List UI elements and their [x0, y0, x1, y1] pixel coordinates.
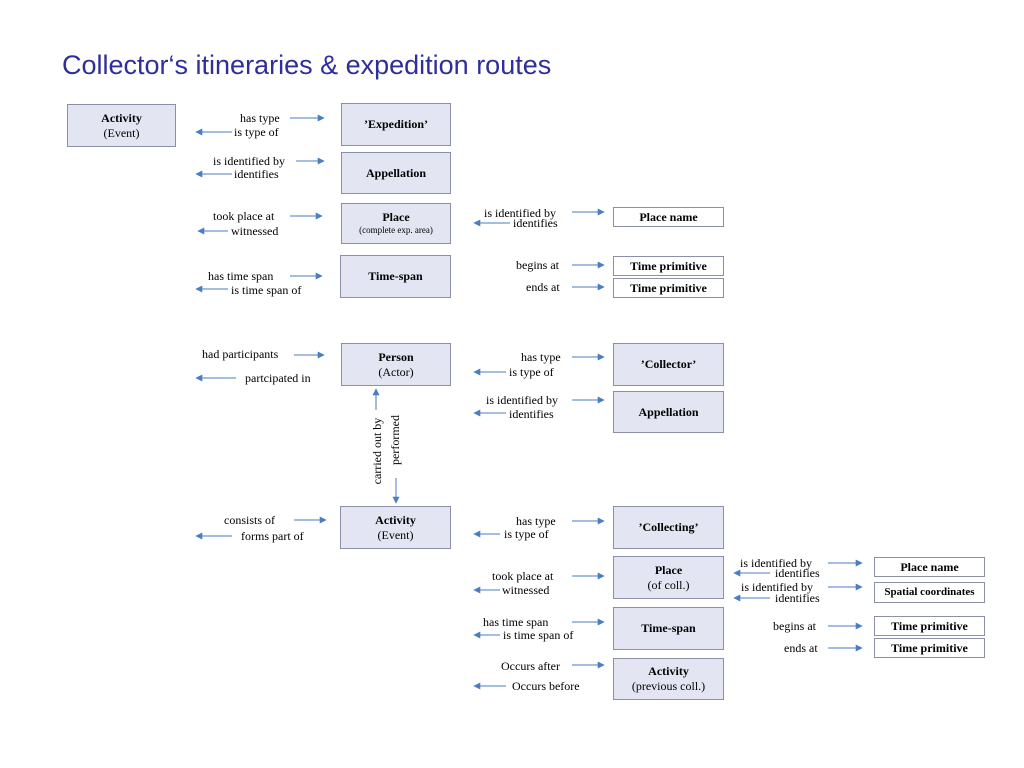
place-name-box-1: Place name	[613, 207, 724, 227]
label-has-time-span: has time span	[483, 615, 549, 629]
box-sub: (Actor)	[378, 364, 414, 379]
box-sub: (of coll.)	[647, 577, 690, 592]
label-is-identified-by: is identified by	[740, 556, 812, 570]
label-is-identified-by: is identified by	[741, 580, 813, 594]
collector-box: ’Collector’	[613, 343, 724, 386]
label-occurs-before: Occurs before	[512, 679, 580, 693]
label-is-identified-by: is identified by	[484, 206, 556, 220]
label-identifies: identifies	[775, 566, 820, 580]
label-ends-at: ends at	[526, 280, 560, 294]
label-is-type-of: is type of	[234, 125, 279, 139]
label-has-time-span: has time span	[208, 269, 274, 283]
activity-prev-box: Activity (previous coll.)	[613, 658, 724, 700]
box-main: Appellation	[638, 404, 699, 419]
box-main: Time primitive	[891, 640, 968, 655]
appellation-box-1: Appellation	[341, 152, 451, 194]
box-main: ’Collecting’	[638, 520, 699, 534]
label-has-type: has type	[240, 111, 280, 125]
label-is-type-of: is type of	[509, 365, 554, 379]
spatial-coordinates-box: Spatial coordinates	[874, 582, 985, 603]
box-main: Appellation	[365, 165, 426, 180]
box-main: ’Collector’	[640, 357, 697, 371]
label-is-type-of: is type of	[504, 527, 549, 541]
timespan-box-1: Time-span	[340, 255, 451, 298]
label-is-identified-by: is identified by	[486, 393, 558, 407]
box-main: Time primitive	[891, 618, 968, 633]
label-is-time-span-of: is time span of	[231, 283, 302, 297]
activity-event-box: Activity (Event)	[67, 104, 176, 147]
box-main: Time-span	[641, 621, 696, 635]
label-identifies: identifies	[513, 216, 558, 230]
label-performed: performed	[388, 415, 402, 465]
label-partcipated-in: partcipated in	[245, 371, 311, 385]
box-sub: (previous coll.)	[631, 679, 706, 693]
label-begins-at: begins at	[773, 619, 816, 633]
box-main: Place	[654, 562, 683, 577]
box-main: Place	[382, 210, 410, 225]
time-primitive-box-1: Time primitive	[613, 256, 724, 276]
box-main: Time-span	[368, 269, 423, 283]
box-sub: (complete exp. area)	[359, 225, 433, 236]
box-main: Place name	[900, 559, 959, 574]
label-begins-at: begins at	[516, 258, 559, 272]
expedition-box: ’Expedition’	[341, 103, 451, 146]
appellation-box-2: Appellation	[613, 391, 724, 433]
label-ends-at: ends at	[784, 641, 818, 655]
box-main: Activity	[101, 110, 142, 125]
label-has-type: has type	[521, 350, 561, 364]
label-witnessed: witnessed	[231, 224, 279, 238]
box-sub: (Event)	[377, 527, 414, 542]
label-is-time-span-of: is time span of	[503, 628, 574, 642]
label-carried-out-by: carried out by	[370, 417, 384, 485]
timespan-box-2: Time-span	[613, 607, 724, 650]
box-sub: (Event)	[103, 125, 140, 140]
time-primitive-box-2: Time primitive	[613, 278, 724, 298]
person-box: Person (Actor)	[341, 343, 451, 386]
page-title: Collector‘s itineraries & expedition rou…	[62, 50, 552, 80]
box-main: Activity	[648, 664, 689, 678]
label-consists-of: consists of	[224, 513, 275, 527]
box-main: Activity	[375, 512, 416, 527]
box-main: Place name	[639, 209, 698, 224]
label-is-identified-by: is identified by	[213, 154, 285, 168]
time-primitive-box-4: Time primitive	[874, 638, 985, 658]
label-occurs-after: Occurs after	[501, 659, 560, 673]
label-has-type: has type	[516, 514, 556, 528]
place-box-1: Place (complete exp. area)	[341, 203, 451, 244]
box-main: Person	[378, 349, 414, 364]
box-main: ’Expedition’	[363, 117, 428, 131]
label-identifies: identifies	[234, 167, 279, 181]
label-had-participants: had participants	[202, 347, 279, 361]
time-primitive-box-3: Time primitive	[874, 616, 985, 636]
label-witnessed: witnessed	[502, 583, 550, 597]
label-identifies: identifies	[775, 591, 820, 605]
box-main: Time primitive	[630, 258, 707, 273]
label-identifies: identifies	[509, 407, 554, 421]
collecting-box: ’Collecting’	[613, 506, 724, 549]
place-box-2: Place (of coll.)	[613, 556, 724, 599]
place-name-box-2: Place name	[874, 557, 985, 577]
label-forms-part-of: forms part of	[241, 529, 304, 543]
label-took-place-at: took place at	[213, 209, 275, 223]
label-took-place-at: took place at	[492, 569, 554, 583]
activity-event-box-2: Activity (Event)	[340, 506, 451, 549]
box-main: Time primitive	[630, 280, 707, 295]
box-main: Spatial coordinates	[884, 585, 975, 598]
